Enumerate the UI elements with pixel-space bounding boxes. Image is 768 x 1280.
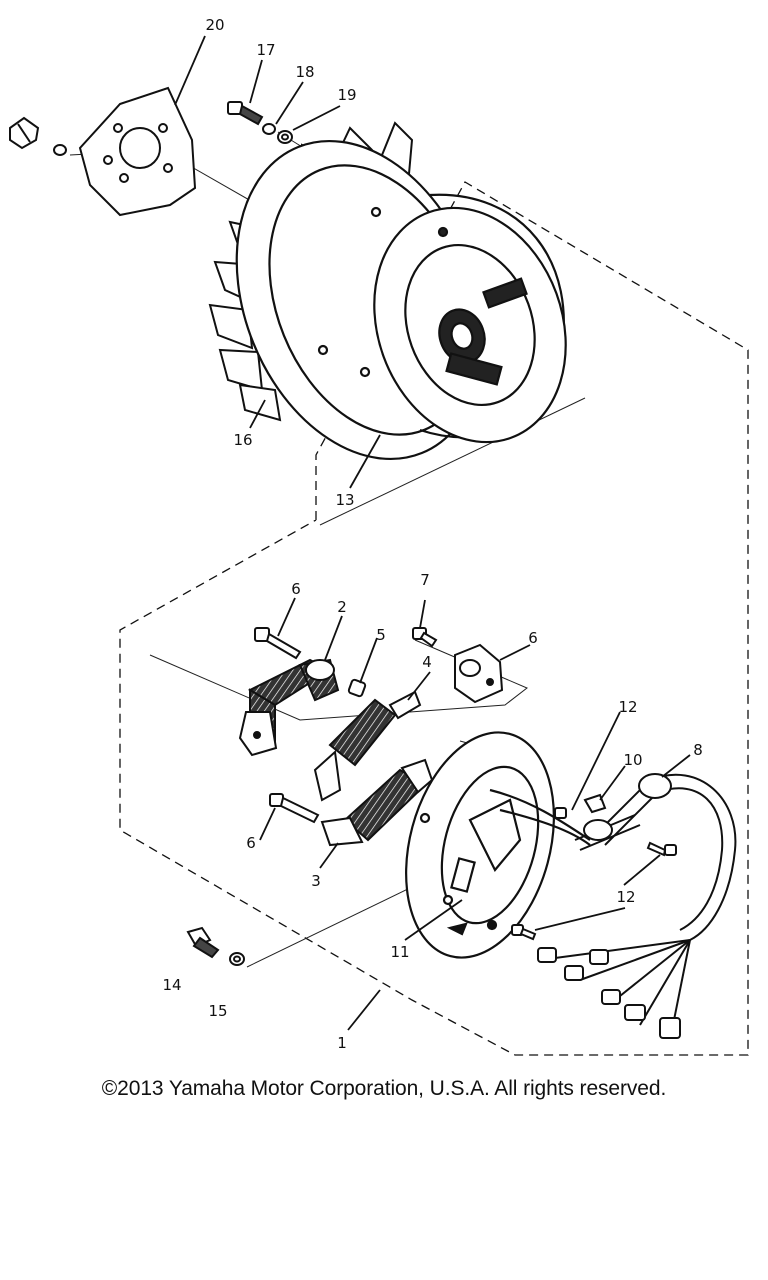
callout-18: 18 (295, 63, 314, 81)
bolt-6-lower (269, 793, 320, 824)
callout-14: 14 (162, 976, 181, 994)
stator-plate (405, 731, 591, 959)
callout-12-bottom: 12 (616, 888, 635, 906)
coil-3 (320, 758, 434, 847)
spacer-5 (347, 678, 367, 698)
nut-top-left (9, 116, 67, 156)
callout-2: 2 (337, 598, 347, 616)
bolt-14 (186, 926, 220, 959)
washer-19 (277, 130, 293, 144)
washer-15 (229, 952, 245, 966)
callout-9: 8 (693, 741, 703, 759)
callout-4: 4 (422, 653, 432, 671)
callout-16: 16 (233, 431, 252, 449)
callout-5: 5 (376, 626, 386, 644)
callout-6-upper: 6 (291, 580, 301, 598)
callout-13: 13 (335, 491, 354, 509)
callout-7: 6 (528, 629, 538, 647)
callout-10: 10 (623, 751, 642, 769)
exploded-parts-diagram: 20 17 18 19 16 13 6 2 5 7 4 6 12 10 8 6 … (9, 16, 749, 1056)
callout-leaders (174, 35, 691, 1031)
copyright-notice: ©2013 Yamaha Motor Corporation, U.S.A. A… (101, 1077, 667, 1100)
screw-8 (412, 627, 438, 648)
flywheel-body-13 (235, 139, 567, 461)
callout-19: 19 (337, 86, 356, 104)
callout-17: 17 (256, 41, 275, 59)
callout-11: 11 (390, 943, 409, 961)
wire-harness-9 (539, 773, 737, 1031)
bolt-17 (227, 101, 264, 126)
part-7 (454, 643, 504, 704)
connectors (537, 947, 681, 1039)
bolt-6-upper (254, 627, 302, 660)
callout-1: 1 (337, 1034, 347, 1052)
callout-15: 15 (208, 1002, 227, 1020)
screws-12 (511, 807, 677, 941)
callout-20: 20 (205, 16, 224, 34)
callout-labels: 20 17 18 19 16 13 6 2 5 7 4 6 12 10 8 6 … (162, 16, 702, 1052)
callout-6-lower: 6 (246, 834, 256, 852)
coil-2 (238, 658, 340, 757)
callout-3: 3 (311, 872, 321, 890)
washer-18 (262, 123, 276, 135)
coil-4 (313, 690, 422, 802)
clamp-10 (583, 793, 613, 841)
callout-8: 7 (420, 571, 430, 589)
callout-12-top: 12 (618, 698, 637, 716)
part-20-plate (78, 86, 197, 217)
assembly-boundary (119, 181, 749, 1056)
